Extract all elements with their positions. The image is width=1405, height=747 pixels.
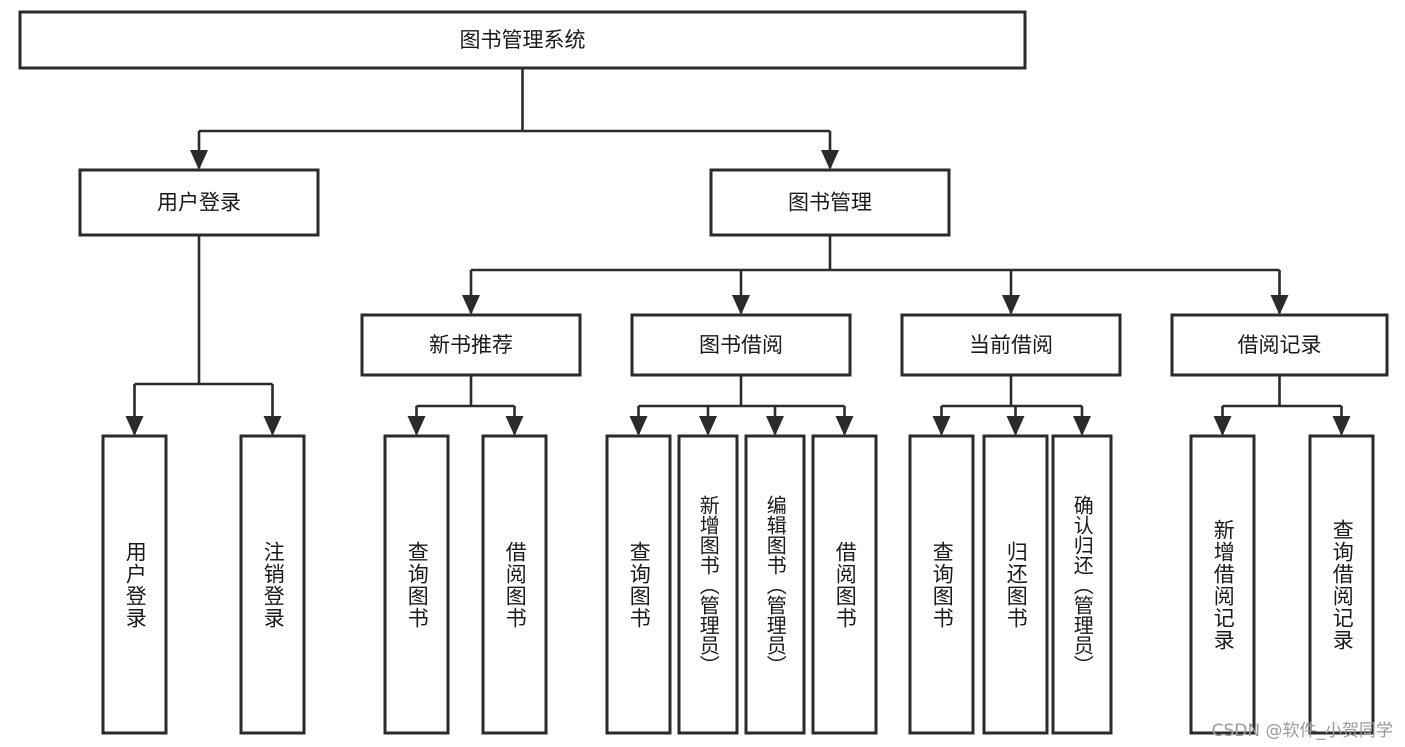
arrow-head-icon bbox=[932, 416, 951, 436]
node-leaf-query-book-3[interactable] bbox=[908, 434, 975, 735]
arrow-head-icon bbox=[505, 416, 524, 436]
node-title-system[interactable] bbox=[18, 10, 1027, 70]
arrow-head-icon bbox=[1073, 416, 1091, 436]
node-borrow-record[interactable] bbox=[1170, 313, 1389, 377]
node-book-manage-label: 图书管理 bbox=[788, 191, 872, 215]
node-leaf-query-book-2[interactable] bbox=[605, 434, 672, 735]
node-new-book-recommend[interactable] bbox=[360, 313, 582, 377]
node-current-borrow-label: 当前借阅 bbox=[969, 333, 1053, 357]
arrow-head-icon bbox=[732, 295, 750, 315]
arrow-head-icon bbox=[1332, 416, 1351, 436]
node-borrow-record-label: 借阅记录 bbox=[1238, 333, 1322, 357]
arrow-head-icon bbox=[1213, 416, 1232, 436]
arrow-head-icon bbox=[1002, 295, 1020, 315]
node-leaf-borrow-book-2[interactable] bbox=[811, 434, 878, 735]
node-leaf-edit-book[interactable] bbox=[744, 434, 806, 735]
node-leaf-borrow-book-1[interactable] bbox=[481, 434, 548, 735]
arrow-head-icon bbox=[1270, 295, 1289, 315]
node-leaf-query-book-1[interactable] bbox=[383, 434, 450, 735]
node-user-login[interactable] bbox=[78, 168, 320, 237]
arrow-head-icon bbox=[821, 150, 839, 170]
node-leaf-add-record[interactable] bbox=[1189, 434, 1256, 735]
node-book-borrow-label: 图书借阅 bbox=[699, 333, 783, 357]
node-leaf-user-login[interactable] bbox=[101, 434, 168, 735]
arrow-head-icon bbox=[263, 416, 282, 436]
arrow-head-icon bbox=[699, 416, 717, 436]
node-leaf-confirm-return[interactable] bbox=[1051, 434, 1113, 735]
node-leaf-return-book[interactable] bbox=[982, 434, 1049, 735]
arrow-head-icon bbox=[462, 295, 480, 315]
arrow-head-icon bbox=[835, 416, 854, 436]
arrow-head-icon bbox=[629, 416, 648, 436]
arrow-head-icon bbox=[407, 416, 426, 436]
node-leaf-logout[interactable] bbox=[239, 434, 306, 735]
node-current-borrow[interactable] bbox=[900, 313, 1122, 377]
arrow-head-icon bbox=[190, 150, 208, 170]
node-new-book-recommend-label: 新书推荐 bbox=[429, 333, 513, 357]
boxes-layer bbox=[18, 10, 1389, 735]
node-title-system-label: 图书管理系统 bbox=[460, 28, 586, 52]
arrow-head-icon bbox=[1006, 416, 1025, 436]
node-leaf-query-record[interactable] bbox=[1308, 434, 1375, 735]
node-book-manage[interactable] bbox=[709, 168, 951, 237]
arrow-head-icon bbox=[125, 416, 144, 436]
node-leaf-add-book[interactable] bbox=[677, 434, 739, 735]
connectors-layer bbox=[125, 68, 1351, 436]
node-user-login-label: 用户登录 bbox=[157, 191, 241, 215]
node-book-borrow[interactable] bbox=[630, 313, 852, 377]
arrow-head-icon bbox=[766, 416, 784, 436]
